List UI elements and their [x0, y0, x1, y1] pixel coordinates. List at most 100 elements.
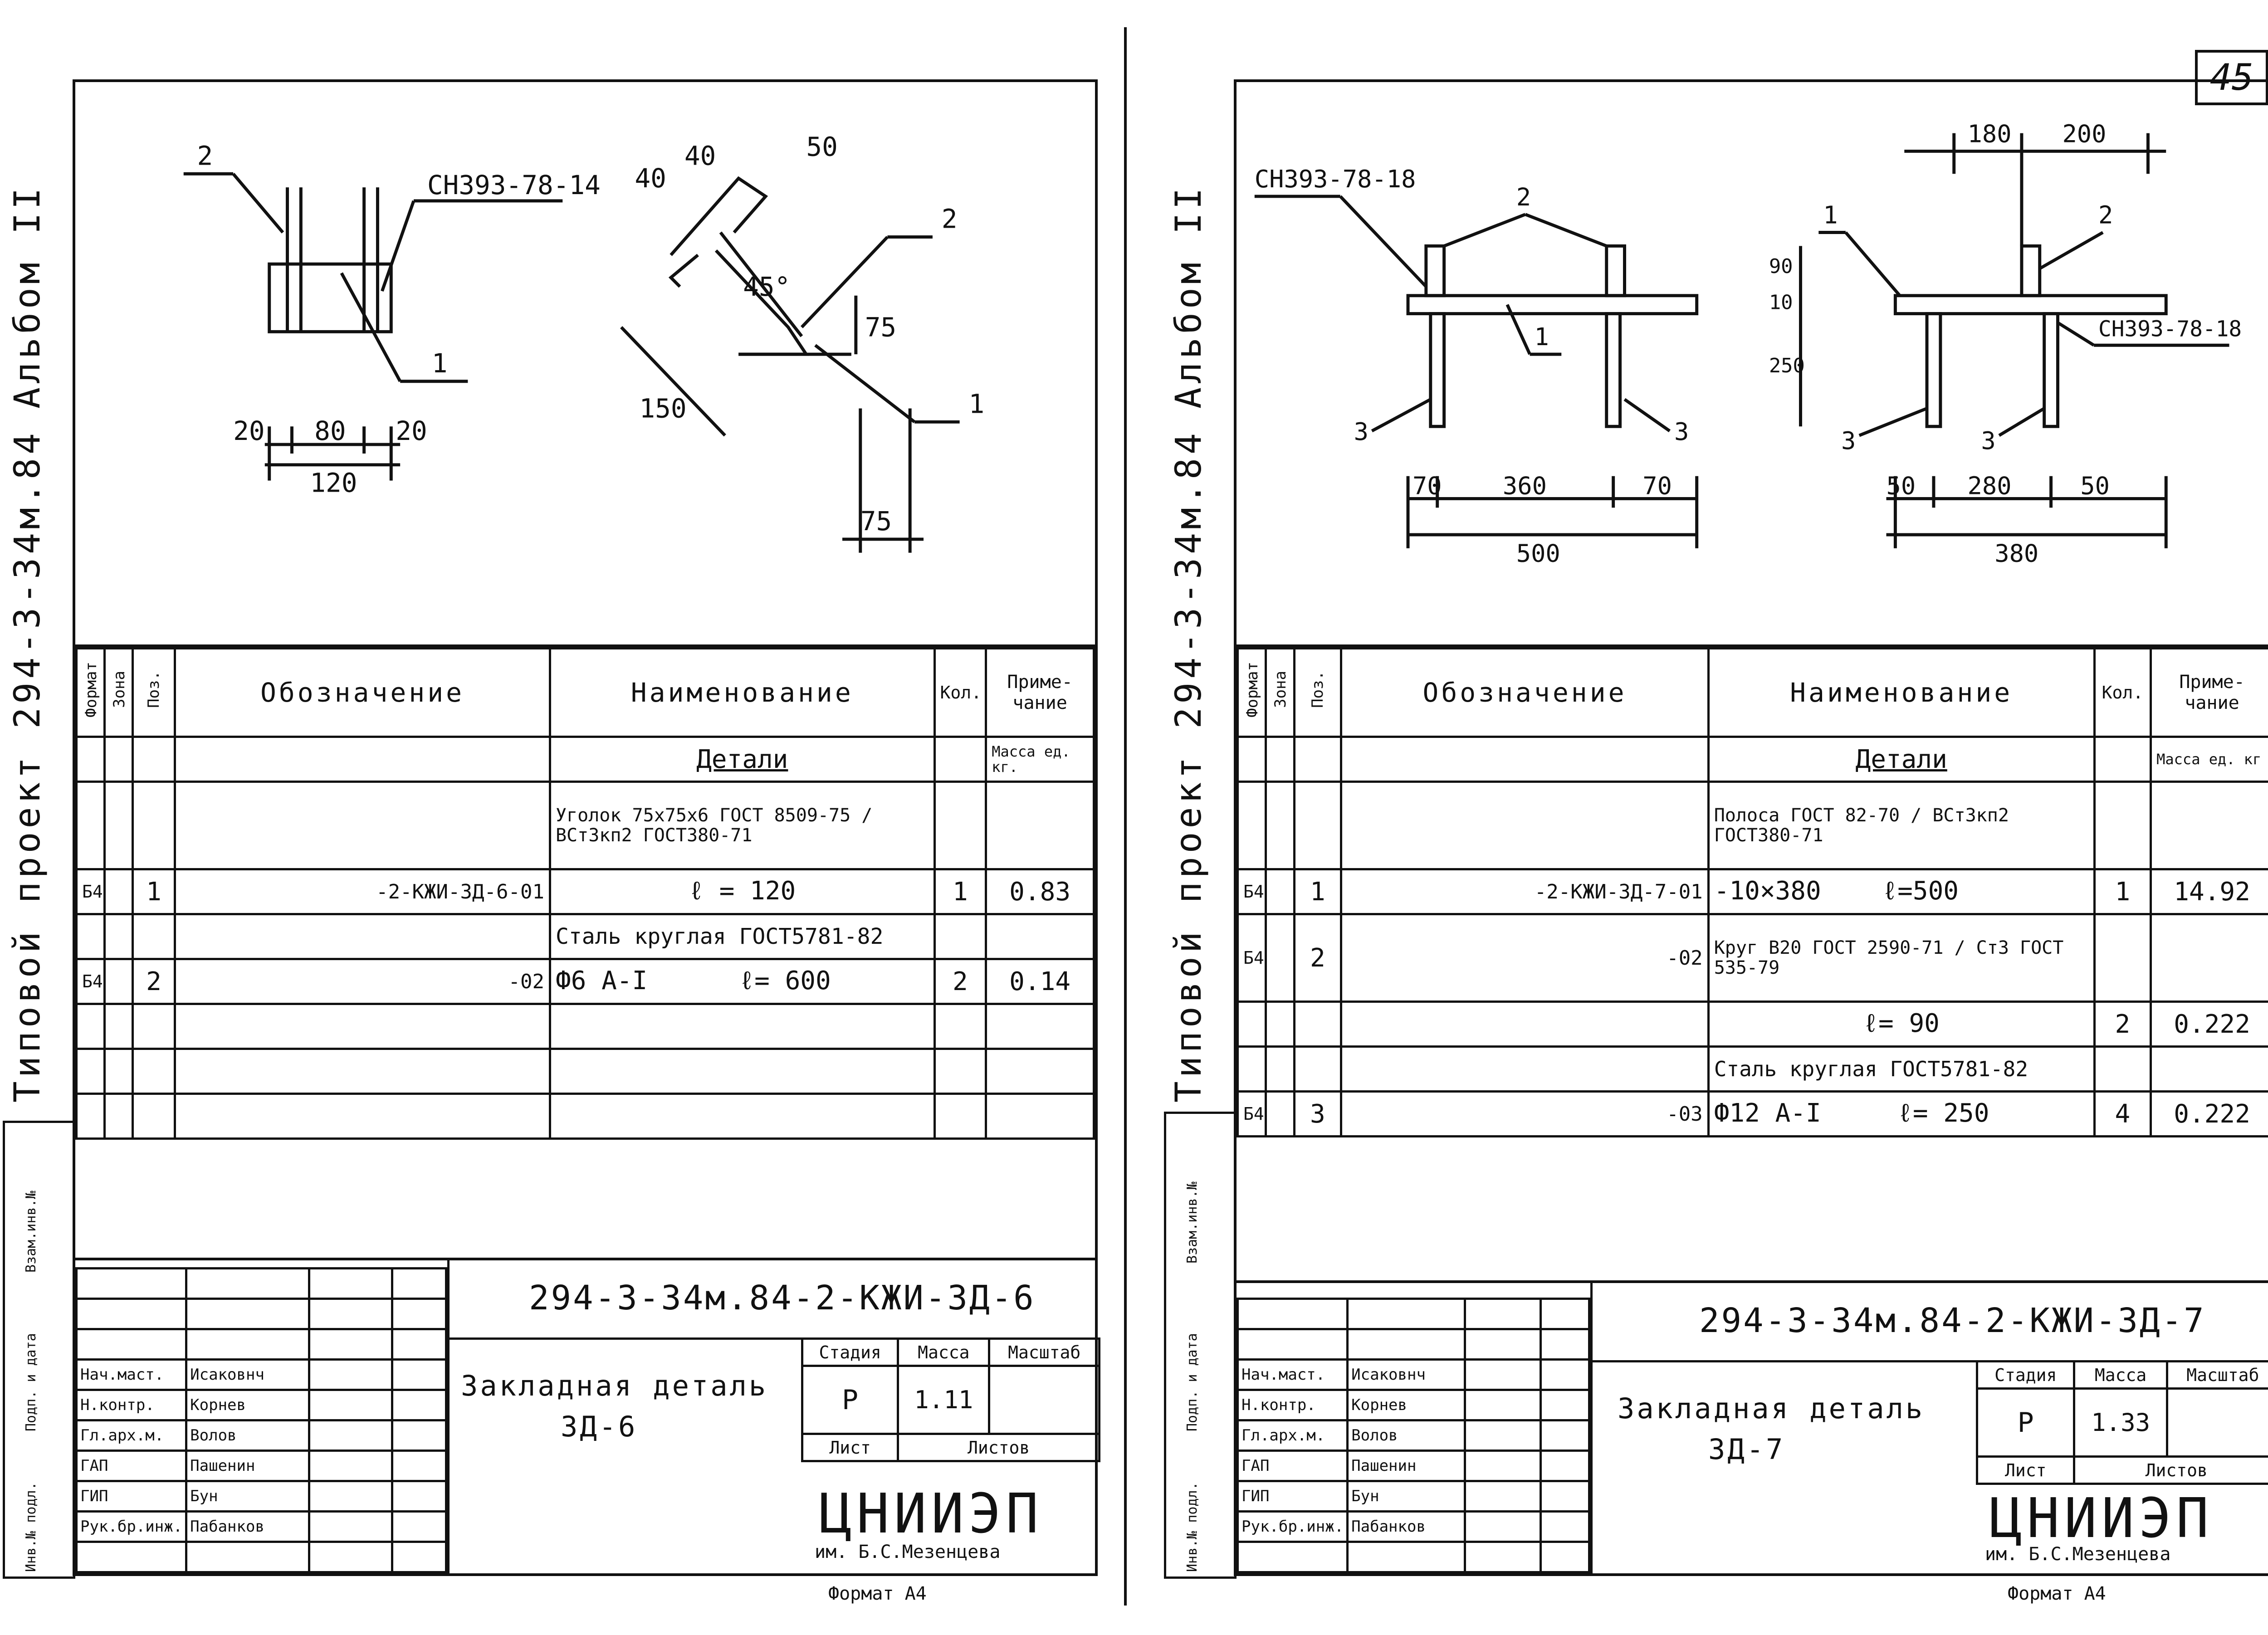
callout-2-a: 2 — [1516, 183, 1531, 211]
callout-1-b: 1 — [968, 388, 984, 419]
leader-3-a — [1371, 398, 1432, 433]
leader-2-a-diag — [232, 172, 284, 234]
format-note: Формат А4 — [2008, 1583, 2106, 1604]
org-logo: ЦНИИЭП — [819, 1483, 1043, 1546]
weld-note-b: СН393-78-18 — [2098, 317, 2242, 342]
dim-90: 90 — [1769, 255, 1793, 278]
table-row — [75, 1003, 1095, 1050]
dim-20a: 20 — [233, 415, 264, 446]
org-subtitle: им. Б.С.Мезенцева — [815, 1542, 1001, 1562]
head-designation: Обозначение — [1340, 647, 1710, 738]
bar-diag — [719, 231, 803, 337]
head-pos: Поз. — [145, 671, 163, 708]
head-format: Формат — [1243, 661, 1261, 717]
dim-angle: 45° — [743, 271, 790, 302]
tb-horizontal-line — [1590, 1360, 2268, 1362]
leader-weld-b — [2057, 321, 2095, 347]
document-code: 294-3-34м.84-2-КЖИ-3Д-6 — [529, 1279, 1036, 1318]
callout-3-a: 3 — [1354, 417, 1369, 446]
head-name: Наименование — [1707, 647, 2096, 738]
leader-2-b — [1525, 213, 1607, 248]
table-row: Н.контр.Корнев — [75, 1389, 448, 1421]
leader-1-b — [814, 344, 916, 424]
table-row — [75, 1093, 1095, 1140]
head-designation: Обозначение — [174, 647, 551, 738]
dim-50b: 50 — [2080, 471, 2110, 500]
head-qty: Кол. — [933, 647, 987, 738]
sheet-right: Альбом II Типовой проект 294-3-34м.84 — [1164, 79, 2268, 1604]
callout-3-c: 3 — [1841, 426, 1856, 455]
head-note: Приме-чание — [985, 647, 1095, 738]
dim-200: 200 — [2062, 120, 2106, 148]
head-zone: Зона — [1271, 671, 1290, 708]
callout-3-b: 3 — [1674, 417, 1689, 446]
format-note: Формат А4 — [828, 1583, 927, 1604]
stud-side — [2020, 244, 2042, 298]
table-row: Н.контр.Корнев — [1236, 1389, 1590, 1421]
table-row: Полоса ГОСТ 82-70 / ВСт3кп2 ГОСТ380-71 — [1236, 781, 2268, 870]
dim-70b: 70 — [1642, 471, 1672, 500]
dim-70a: 70 — [1413, 471, 1442, 500]
leader-2-a — [1443, 213, 1526, 248]
head-name: Наименование — [548, 647, 936, 738]
tb-vertical-line — [1590, 1283, 1593, 1573]
album-label: Альбом II — [1168, 184, 1209, 409]
dim-80: 80 — [314, 415, 346, 446]
leader-2-c — [2038, 231, 2104, 270]
album-label: Альбом II — [7, 184, 48, 409]
tb-vertical-line — [447, 1260, 450, 1573]
table-row — [75, 1048, 1095, 1095]
dim-150: 150 — [639, 393, 686, 424]
side-strip-right: Взам.инв.№ Подп. и дата Инв.№ подл. — [1164, 1112, 1237, 1579]
leader-3-b — [1623, 398, 1671, 433]
dim-75-vert-label: 75 — [865, 312, 896, 342]
leader-1-a — [340, 272, 402, 382]
dim-150-line — [620, 326, 726, 437]
callout-2-b: 2 — [942, 204, 958, 234]
bar-hook-top — [670, 176, 768, 256]
stud-top-right — [1605, 244, 1626, 298]
page-number: 45 — [2195, 50, 2268, 105]
dim-180: 180 — [1968, 120, 2012, 148]
weld-note: СН393-78-14 — [427, 170, 601, 200]
bar-side-right — [2043, 312, 2059, 428]
drawing-3d7: СН393-78-18 2 1 3 3 70 360 70 500 90 10 … — [1255, 120, 2242, 568]
dim-50: 50 — [806, 131, 837, 162]
angle-plan-rect — [268, 262, 393, 333]
document-title: Закладная деталь — [1618, 1392, 1925, 1425]
dim-10: 10 — [1769, 291, 1793, 314]
tb-horizontal-line — [447, 1337, 1100, 1340]
bar-bottom-left — [1429, 312, 1446, 428]
org-logo: ЦНИИЭП — [1989, 1487, 2214, 1550]
spec-table-right: Формат Зона Поз. Обозначение Наименовани… — [1236, 644, 2268, 1137]
leader-weld — [381, 200, 415, 292]
head-zone: Зона — [110, 671, 129, 708]
leader-1-a — [1505, 304, 1531, 355]
dim-500: 500 — [1516, 539, 1560, 568]
document-title: Закладная деталь — [461, 1369, 768, 1402]
leader-3-d — [1998, 407, 2045, 437]
dim-40b: 40 — [684, 140, 716, 171]
head-note: Приме-чание — [2150, 647, 2268, 738]
staff-table-left: Нач.маст.Исаковнч Н.контр.Корнев Гл.арх.… — [75, 1267, 448, 1573]
head-pos: Поз. — [1308, 671, 1327, 708]
dim-250: 250 — [1769, 354, 1805, 377]
head-qty: Кол. — [2093, 647, 2152, 738]
table-row: Гл.арх.м.Волов — [75, 1419, 448, 1452]
dim-380: 380 — [1994, 539, 2038, 568]
callout-3-d: 3 — [1981, 426, 1995, 455]
document-subtitle: 3Д-7 — [1708, 1433, 1785, 1466]
title-block-left: Нач.маст.Исаковнч Н.контр.Корнев Гл.арх.… — [75, 1258, 1100, 1573]
dim-280: 280 — [1968, 471, 2012, 500]
leader-2-b — [800, 236, 889, 328]
project-label: Типовой проект 294-3-34м.84 — [7, 429, 48, 1103]
table-row: Нач.маст.Исаковнч — [75, 1358, 448, 1391]
leader-3-c — [1858, 407, 1928, 437]
